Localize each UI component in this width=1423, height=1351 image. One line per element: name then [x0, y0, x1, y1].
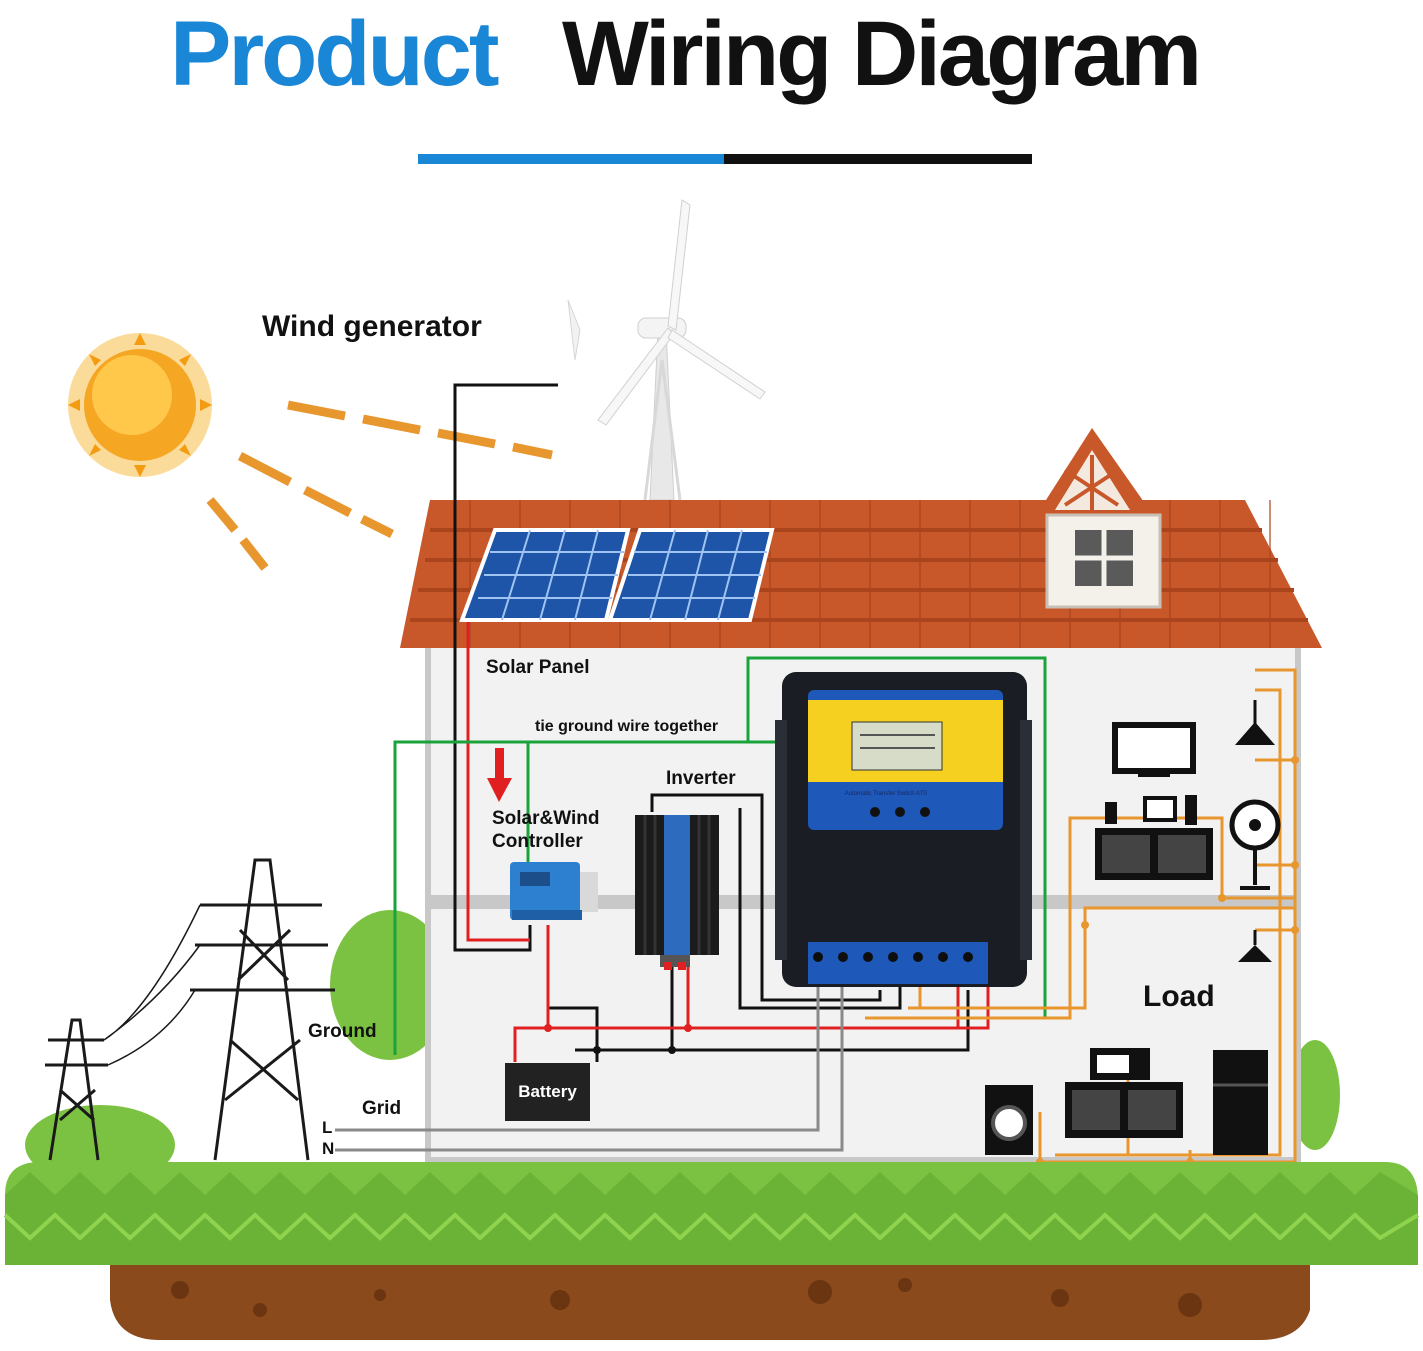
ats-caption: Automatic Transfer Switch ATS — [845, 791, 927, 797]
wind-turbine-icon — [567, 199, 766, 501]
inverter-icon — [635, 815, 719, 970]
label-load: Load — [1143, 980, 1215, 1013]
grass — [3, 1162, 1420, 1265]
label-ground: Ground — [308, 1021, 377, 1042]
title-wiring-diagram: Wiring Diagram — [562, 3, 1202, 105]
wires-gray — [335, 985, 844, 1152]
computer-icon — [1095, 795, 1213, 880]
label-tie-ground: tie ground wire together — [535, 718, 719, 735]
label-battery: Battery — [518, 1082, 577, 1101]
title-underline — [418, 154, 1032, 164]
label-grid-n: N — [322, 1139, 335, 1158]
fridge-icon — [1213, 1050, 1268, 1155]
fan-icon — [1229, 799, 1281, 890]
label-wind-generator: Wind generator — [262, 310, 482, 343]
solar-panel-icon — [459, 528, 775, 622]
battery-icon: Battery — [505, 1063, 590, 1121]
label-grid: Grid — [362, 1098, 402, 1119]
power-tower-icon — [45, 858, 335, 1161]
label-inverter: Inverter — [666, 768, 736, 789]
red-arrow-icon — [487, 748, 512, 802]
wires-red — [466, 622, 990, 1062]
title-product: Product — [170, 3, 500, 105]
microwave-icon — [1065, 1048, 1183, 1138]
page-header: Product Wiring Diagram — [0, 0, 1423, 110]
washing-machine-icon — [985, 1085, 1033, 1155]
ats-switch-icon — [775, 672, 1032, 987]
controller-icon — [510, 862, 598, 920]
lamp-icon — [1235, 700, 1275, 962]
label-controller-line2: Controller — [492, 831, 583, 852]
label-solar-panel: Solar Panel — [486, 657, 590, 678]
label-controller-line1: Solar&Wind — [492, 808, 600, 829]
sun-rays — [206, 400, 553, 571]
sun-icon — [68, 333, 212, 477]
tv-icon — [1112, 722, 1196, 777]
ground-soil — [110, 1255, 1310, 1340]
label-grid-l: L — [322, 1118, 333, 1137]
